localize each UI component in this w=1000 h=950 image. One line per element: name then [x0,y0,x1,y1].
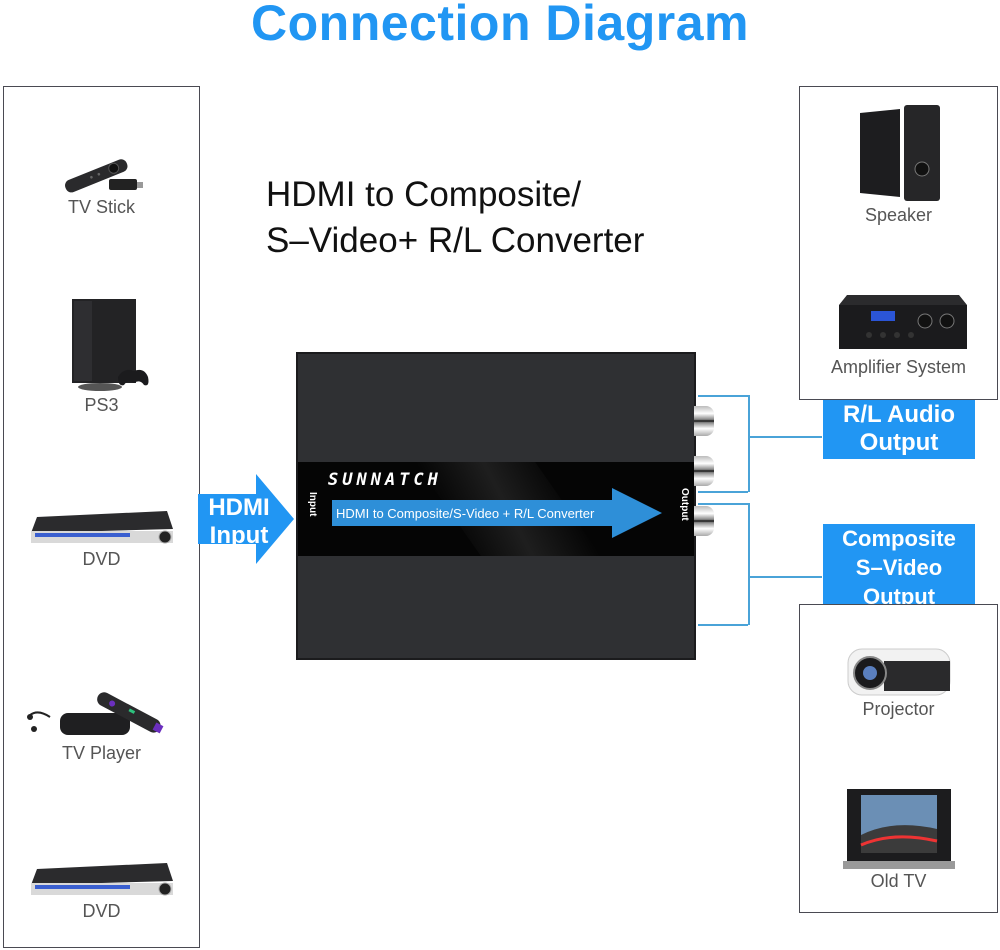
device-label: Speaker [864,205,933,225]
video-devices-panel: Projector Old TV [799,604,998,913]
connector-line [748,436,822,438]
device-amplifier: Amplifier System [800,291,997,378]
device-label: Amplifier System [830,357,967,377]
dvd-player-icon [30,863,173,896]
connector-line [698,491,748,493]
device-label: DVD [82,549,121,569]
device-speaker: Speaker [800,105,997,226]
speaker-icon [859,105,940,201]
projector-icon [847,648,950,696]
device-label: TV Player [61,743,142,763]
rca-jack-audio-left [694,456,714,486]
input-port-label: Input [307,492,318,517]
connector-line [748,503,750,625]
device-label: Projector [862,699,935,719]
connector-line [698,624,748,626]
video-output-line-1: Composite [842,526,956,551]
device-tv-player: TV Player [4,687,199,764]
device-label: TV Stick [67,197,135,217]
dvd-player-icon [30,511,173,544]
hdmi-input-line-2: Input [209,522,269,549]
device-dvd-2: DVD [4,859,199,922]
rca-jack-video [694,506,714,536]
device-tv-stick: TV Stick [4,145,199,218]
video-output-line-2: S–Video [855,555,943,580]
subtitle-line-2: S–Video+ R/L Converter [266,221,645,260]
video-output-badge: Composite S–Video Output [823,524,975,609]
connector-line [698,503,748,505]
ps3-console-icon [71,299,148,391]
connector-line [748,395,750,492]
audio-devices-panel: Speaker Amplifier System [799,86,998,400]
subtitle-line-1: HDMI to Composite/ [266,175,582,214]
brand-logo: SUNNATCH [328,470,442,490]
hdmi-input-line-1: HDMI [208,494,270,521]
audio-output-badge: R/L Audio Output [823,399,975,459]
audio-output-line-1: R/L Audio [843,401,955,428]
device-label: PS3 [84,395,119,415]
streaming-player-icon [27,692,164,735]
amplifier-icon [838,295,967,349]
hdmi-input-arrow-icon [198,474,294,564]
connector-line [698,395,748,397]
converter-device: SUNNATCH Input HDMI to Composite/S-Video… [296,352,696,660]
product-subtitle: HDMI to Composite/ S–Video+ R/L Converte… [266,172,644,264]
device-label: Old TV [870,871,927,891]
input-sources-panel: TV Stick PS3 DVD TV Player DVD [3,86,200,948]
device-ps3: PS3 [4,297,199,416]
conversion-arrow-icon [332,488,662,538]
rca-jack-audio-right [694,406,714,436]
connector-line [748,576,822,578]
crt-tv-icon [842,789,955,869]
device-old-tv: Old TV [800,789,997,892]
audio-output-line-2: Output [859,429,939,456]
device-projector: Projector [800,643,997,720]
hdmi-input-label: HDMI Input [200,494,278,550]
converter-label-band: SUNNATCH Input HDMI to Composite/S-Video… [298,462,694,556]
tv-stick-icon [64,159,143,193]
output-port-label: Output [679,488,690,521]
device-label: DVD [82,901,121,921]
device-dvd-1: DVD [4,507,199,570]
diagram-title: Connection Diagram [251,0,749,51]
arrow-text: HDMI to Composite/S-Video + R/L Converte… [336,506,595,521]
